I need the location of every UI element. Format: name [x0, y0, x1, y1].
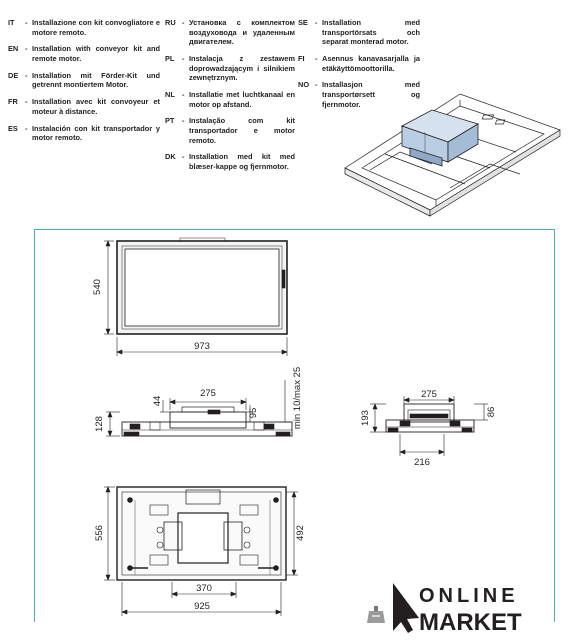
language-dash: -	[182, 18, 185, 27]
side-view	[370, 396, 488, 456]
language-entry: SE-Installation med transportörsats och …	[298, 18, 420, 47]
language-text: Installation med kit med blæser-kappe og…	[189, 152, 295, 171]
front-view	[106, 380, 293, 437]
language-text: Installasjon med transportørsett og fjer…	[322, 80, 420, 109]
language-dash: -	[315, 53, 318, 63]
language-entry: EN-Installation with conveyor kit and re…	[8, 44, 160, 63]
language-entry: NO-Installasjon med transportørsett og f…	[298, 80, 420, 109]
isometric-hood-illustration	[344, 93, 561, 217]
language-entry: PL-Instalacja z zestawem doprowadzającym…	[165, 54, 295, 83]
language-code: IT	[8, 18, 15, 27]
language-code: PT	[165, 116, 175, 126]
dim-top-width: 973	[194, 341, 210, 352]
language-dash: -	[25, 44, 28, 54]
logo-line-2: MARKET	[419, 609, 522, 635]
language-dash: -	[25, 18, 28, 27]
language-dash: -	[315, 80, 318, 90]
language-text: Instalación con kit transportador y moto…	[32, 123, 160, 143]
language-dash: -	[25, 123, 28, 133]
language-text: Установка с комплектом воздуховода и уда…	[189, 18, 295, 47]
language-code: DK	[165, 152, 176, 162]
bottom-view	[104, 486, 298, 616]
top-view	[104, 237, 288, 356]
language-dash: -	[315, 18, 318, 27]
online-market-logo: ONLINE MARKET	[367, 583, 522, 635]
language-text: Instalacja z zestawem doprowadzającym i …	[189, 53, 295, 83]
language-dash: -	[182, 116, 185, 126]
language-text: Installazione con kit convogliatore e mo…	[32, 18, 160, 37]
language-code: ES	[8, 123, 18, 133]
language-dash: -	[182, 53, 185, 63]
dim-side-height: 193	[360, 410, 371, 426]
language-text: Installation avec kit convoyeur et moteu…	[32, 97, 160, 116]
cursor-icon	[393, 583, 419, 633]
language-entry: RU-Установка с комплектом воздуховода и …	[165, 18, 295, 47]
dim-front-95: 95	[248, 408, 259, 419]
language-column-3: SE-Installation med transportörsats och …	[298, 18, 420, 116]
language-code: NL	[165, 89, 175, 99]
language-entry: DK-Installation med kit med blæser-kappe…	[165, 152, 295, 171]
language-text: Installation med transportörsats och sep…	[322, 18, 420, 47]
language-text: Installation with conveyor kit and remot…	[32, 44, 160, 63]
language-entry: IT -Installazione con kit convogliatore e…	[8, 18, 160, 37]
dim-bottom-inner-width: 370	[196, 583, 212, 594]
technical-drawing-frame	[34, 229, 555, 622]
language-dash: -	[182, 152, 185, 162]
language-text: Installation mit Förder-Kit und getrennt…	[32, 70, 160, 90]
language-column-2: RU-Установка с комплектом воздуховода и …	[165, 18, 295, 179]
language-code: PL	[165, 53, 175, 63]
dim-bottom-width: 925	[194, 601, 210, 612]
language-entry: FI-Asennus kanavasarjalla ja etäkäyttömo…	[298, 54, 420, 73]
dim-bottom-height: 556	[94, 525, 105, 541]
language-text: Installatie met luchtkanaal en motor op …	[189, 89, 295, 109]
language-code: RU	[165, 18, 176, 27]
language-entry: NL-Installatie met luchtkanaal en motor …	[165, 90, 295, 109]
language-code: FI	[298, 53, 305, 63]
language-text: Asennus kanavasarjalla ja etäkäyttömoott…	[322, 53, 420, 73]
dim-front-height: 128	[94, 416, 105, 432]
dim-front-min-max: min 10/max 25	[292, 367, 303, 429]
dim-front-44: 44	[152, 396, 163, 407]
language-entry: FR-Installation avec kit convoyeur et mo…	[8, 97, 160, 116]
language-code: EN	[8, 44, 19, 54]
language-text: Instalação com kit transportador e motor…	[189, 116, 295, 145]
language-dash: -	[182, 89, 185, 99]
dim-side-86: 86	[486, 407, 497, 418]
language-dash: -	[25, 97, 28, 107]
dim-top-height: 540	[92, 279, 103, 295]
language-code: SE	[298, 18, 308, 27]
dim-side-width: 275	[421, 389, 437, 400]
language-entry: PT-Instalação com kit transportador e mo…	[165, 116, 295, 145]
weight-icon	[367, 606, 385, 623]
dim-side-bottom: 216	[414, 457, 430, 468]
logo-line-1: ONLINE	[419, 585, 519, 607]
language-code: NO	[298, 80, 310, 90]
dim-front-inner-width: 275	[200, 388, 216, 399]
language-code: FR	[8, 97, 18, 107]
language-dash: -	[25, 70, 28, 80]
language-column-1: IT-Installazione con kit convogliatore e…	[8, 18, 160, 150]
language-code: DE	[8, 70, 19, 80]
dim-bottom-inner-height: 492	[295, 525, 306, 541]
language-entry: DE-Installation mit Förder-Kit und getre…	[8, 71, 160, 90]
language-entry: ES-Instalación con kit transportador y m…	[8, 124, 160, 143]
